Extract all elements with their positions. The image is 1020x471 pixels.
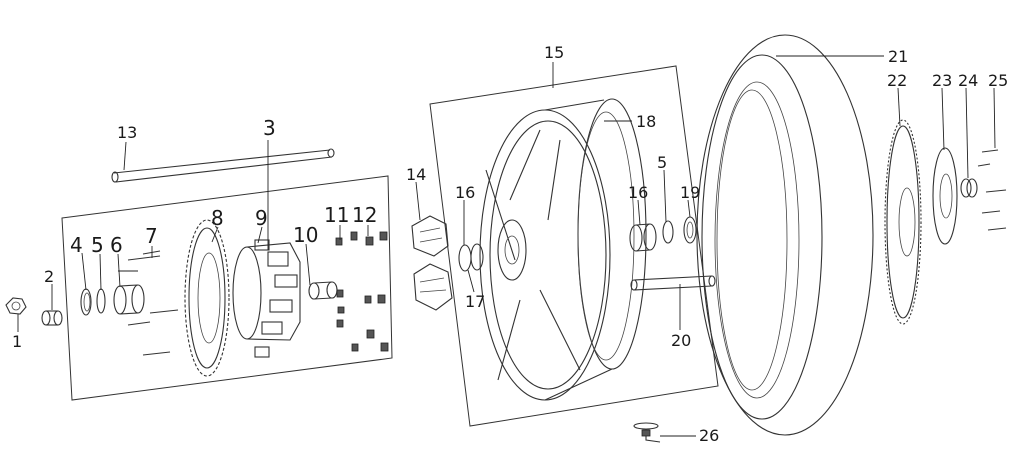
callout-3: 3 [263,116,276,140]
callout-1: 1 [12,332,22,351]
callout-10: 10 [293,223,318,247]
callout-8: 8 [211,206,224,230]
brake-disc [884,119,922,325]
callout-16b: 16 [628,183,648,202]
leader-lines [17,55,996,437]
wheel-bearing-right [629,223,657,252]
bearing [113,284,145,315]
seal-right [662,220,674,244]
callout-23: 23 [932,71,952,90]
disc-adapter [932,147,958,245]
hub-assembly-panel [61,175,393,401]
callout-11: 11 [324,203,349,227]
axle-nut [5,297,27,315]
callout-22: 22 [887,71,907,90]
carrier-spacer [308,281,338,300]
tyre-valve [633,422,661,443]
callout-25: 25 [988,71,1008,90]
callout-2: 2 [44,267,54,286]
sprocket-carrier [232,239,301,358]
callout-17: 17 [465,292,485,311]
callout-14: 14 [406,165,426,184]
callout-13: 13 [117,123,137,142]
callout-24: 24 [958,71,978,90]
callout-16a: 16 [455,183,475,202]
spacer-collar [41,310,63,326]
carrier-nuts [335,231,389,352]
callout-6: 6 [110,233,123,257]
disc-bolts [977,149,1007,231]
callout-19: 19 [680,183,700,202]
wheel-rim [479,98,647,401]
rear-sprocket [184,219,230,377]
disc-collar [960,178,978,198]
cush-drive-rubbers [411,215,453,311]
callout-18: 18 [636,112,656,131]
callout-21: 21 [888,47,908,66]
axle-shaft [111,148,335,183]
callout-26: 26 [699,426,719,445]
callout-15: 15 [544,43,564,62]
callout-5a: 5 [91,233,104,257]
tyre [696,34,874,436]
wheel-bearing-left [458,243,484,272]
callout-12: 12 [352,203,377,227]
sprocket-bolts [127,250,179,356]
callout-4: 4 [70,233,83,257]
callout-20: 20 [671,331,691,350]
callout-7: 7 [145,224,158,248]
callout-9: 9 [255,206,268,230]
callout-5b: 5 [657,153,667,172]
